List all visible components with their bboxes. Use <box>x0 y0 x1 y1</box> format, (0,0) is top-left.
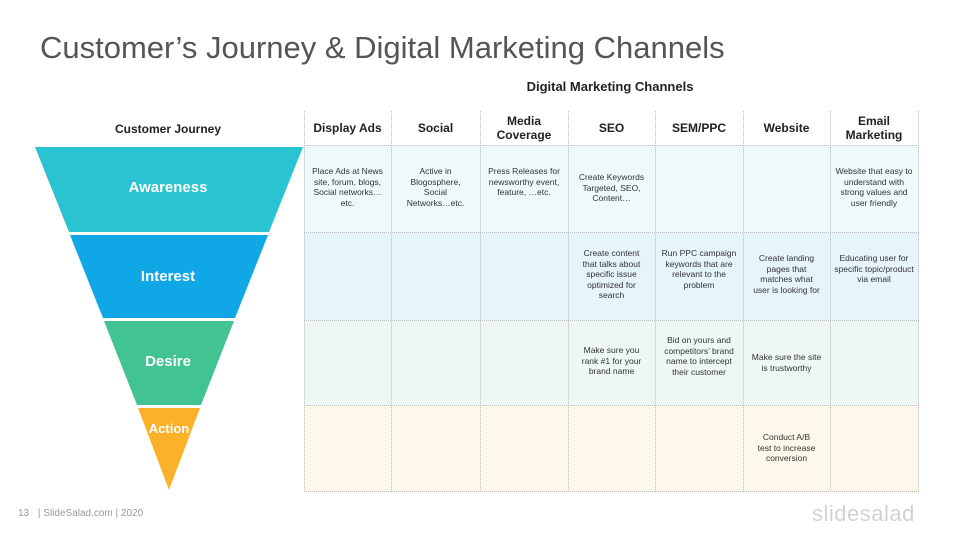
cell-awareness-social: Active in Blogosphere, Social Networks…e… <box>406 166 465 208</box>
row-divider <box>304 232 919 233</box>
slide-title: Customer’s Journey & Digital Marketing C… <box>40 30 725 65</box>
channel-grid: Display Ads Social Media Coverage SEO SE… <box>304 111 919 492</box>
funnel-stage-desire <box>104 321 234 405</box>
slide-footer: 13 | SlideSalad.com | 2020 <box>18 508 149 519</box>
customer-journey-funnel <box>35 147 303 490</box>
column-header-email-marketing: Email Marketing <box>845 114 903 142</box>
stage-label-action: Action <box>148 421 190 436</box>
col-divider <box>655 111 656 492</box>
cell-interest-website: Create landing pages that matches what u… <box>753 253 820 295</box>
cell-awareness-media-coverage: Press Releases for newsworthy event, fea… <box>488 166 560 197</box>
cell-interest-sem-ppc: Run PPC campaign keywords that are relev… <box>661 248 737 290</box>
column-header-website: Website <box>763 121 810 135</box>
column-header-sem-ppc: SEM/PPC <box>671 121 726 135</box>
cell-desire-website: Make sure the site is trustworthy <box>751 352 822 373</box>
cell-awareness-display-ads: Place Ads at News site, forum, blogs, So… <box>312 166 383 208</box>
footer-text: | SlideSalad.com | 2020 <box>37 508 144 519</box>
row-divider <box>304 320 919 321</box>
column-header-media-coverage: Media Coverage <box>496 114 552 142</box>
col-divider <box>830 111 831 492</box>
col-divider <box>568 111 569 492</box>
channels-heading: Digital Marketing Channels <box>526 79 694 94</box>
column-header-seo: SEO <box>598 121 625 135</box>
cell-awareness-email-marketing: Website that easy to understand with str… <box>835 166 913 208</box>
stage-label-awareness: Awareness <box>128 179 208 196</box>
funnel-stage-interest <box>70 235 268 318</box>
cell-awareness-seo: Create Keywords Targeted, SEO, Content… <box>578 172 645 203</box>
band-awareness <box>304 145 919 232</box>
stage-label-interest: Interest <box>140 268 196 285</box>
cell-interest-seo: Create content that talks about specific… <box>582 248 641 300</box>
col-divider <box>391 111 392 492</box>
row-divider <box>304 405 919 406</box>
stage-label-desire: Desire <box>145 353 191 370</box>
row-divider <box>304 491 919 492</box>
column-header-display-ads: Display Ads <box>313 121 382 135</box>
band-desire <box>304 320 919 405</box>
page-number: 13 <box>18 508 30 519</box>
band-interest <box>304 232 919 320</box>
journey-heading: Customer Journey <box>114 122 222 136</box>
band-action <box>304 405 919 492</box>
row-divider <box>304 145 919 146</box>
cell-desire-seo: Make sure you rank #1 for your brand nam… <box>581 345 642 376</box>
cell-action-website: Conduct A/B test to increase conversion <box>757 432 816 463</box>
col-divider <box>918 111 919 492</box>
cell-desire-sem-ppc: Bid on yours and competitors’ brand name… <box>664 335 734 377</box>
col-divider <box>304 111 305 492</box>
col-divider <box>480 111 481 492</box>
cell-interest-email-marketing: Educating user for specific topic/produc… <box>834 253 914 284</box>
slidesalad-logo: slidesalad <box>812 501 915 526</box>
column-header-social: Social <box>417 121 454 135</box>
col-divider <box>743 111 744 492</box>
funnel-stage-action <box>138 408 200 490</box>
funnel-stage-awareness <box>35 147 303 232</box>
